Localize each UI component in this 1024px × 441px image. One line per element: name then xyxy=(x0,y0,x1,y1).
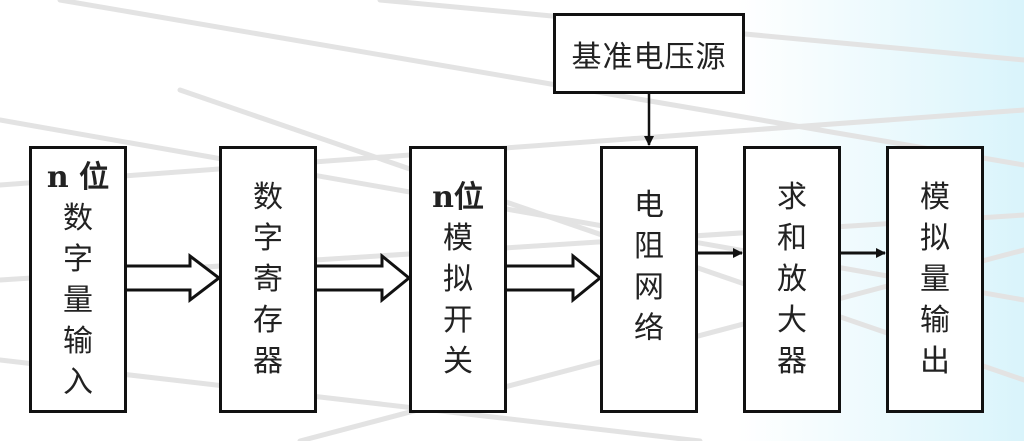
block-text: 输 xyxy=(920,303,950,338)
bg-line xyxy=(0,107,1024,188)
resistor-network-box: 电 阻 网 络 xyxy=(600,146,698,413)
block-text: 放 xyxy=(777,262,807,297)
block-text: 存 xyxy=(253,303,283,338)
block-text: 开 xyxy=(443,303,473,338)
summing-amplifier-box: 求 和 放 大 器 xyxy=(743,146,841,413)
bg-line xyxy=(0,117,1024,303)
block-text: 入 xyxy=(63,364,93,400)
block-text: 网 xyxy=(634,270,664,305)
bus-arrow-switch-to-network xyxy=(507,252,603,304)
block-text: 寄 xyxy=(253,262,283,297)
bus-arrow-input-to-register xyxy=(126,252,222,304)
block-text: 阻 xyxy=(634,229,664,264)
block-text: 大 xyxy=(777,303,807,338)
block-text: 输 xyxy=(63,323,93,359)
digital-register-box: 数 字 寄 存 器 xyxy=(219,146,317,413)
block-text: 出 xyxy=(920,344,950,379)
block-text: 字 xyxy=(63,241,93,277)
block-text: 器 xyxy=(777,344,807,379)
analog-switch-box: n位 模 拟 开 关 xyxy=(409,146,507,413)
block-text: 模 xyxy=(443,221,473,256)
block-text: 字 xyxy=(253,221,283,256)
block-text: 数 xyxy=(253,180,283,215)
block-text: 数 xyxy=(63,200,93,236)
block-text: 求 xyxy=(777,180,807,215)
block-text: 器 xyxy=(253,344,283,379)
block-text: 络 xyxy=(634,311,664,346)
analog-output-box: 模 拟 量 输 出 xyxy=(886,146,984,413)
digital-input-box: n 位 数 字 量 输 入 xyxy=(29,146,127,413)
block-text: 拟 xyxy=(443,262,473,297)
bus-arrow-register-to-switch xyxy=(316,252,412,304)
reference-voltage-box: 基准电压源 xyxy=(553,13,745,94)
reference-voltage-label: 基准电压源 xyxy=(571,39,727,75)
block-text: n 位 xyxy=(46,159,110,195)
block-text: 拟 xyxy=(920,221,950,256)
block-text: 电 xyxy=(634,188,664,223)
block-text: 和 xyxy=(777,221,807,256)
bg-line xyxy=(57,0,1024,168)
block-text: 量 xyxy=(63,282,93,318)
block-text: 量 xyxy=(920,262,950,297)
block-text: n位 xyxy=(432,180,484,215)
block-text: 关 xyxy=(443,344,473,379)
block-text: 模 xyxy=(920,180,950,215)
